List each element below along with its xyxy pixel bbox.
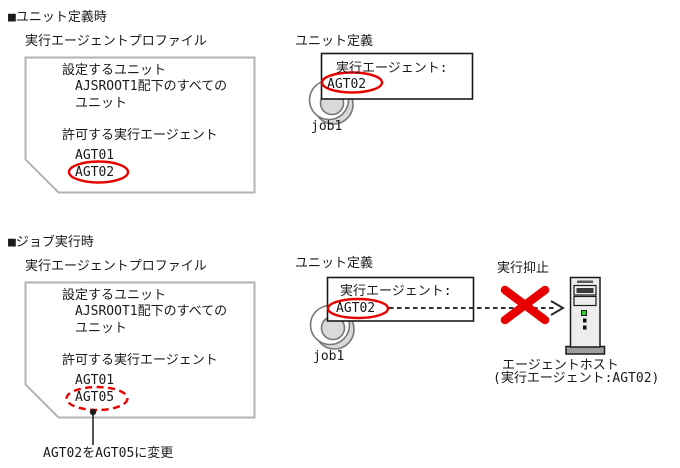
change-note: AGT02をAGT05に変更 — [43, 446, 174, 461]
arrowhead-icon — [550, 300, 565, 316]
unit-definition-title: ユニット定義 — [295, 34, 374, 49]
pointer-dot — [89, 408, 97, 416]
host-button-1 — [583, 318, 587, 323]
agent-value: AGT02 — [327, 77, 367, 92]
red-circle-agent-value — [326, 297, 390, 320]
change-note-pointer — [89, 408, 97, 445]
profile-set-unit-line2: ユニット — [75, 321, 128, 336]
section-heading: ■ジョブ実行時 — [8, 235, 94, 250]
profile-agent-2: AGT02 — [75, 165, 115, 180]
agent-label: 実行エージェント: — [340, 284, 452, 299]
host-button-2 — [583, 325, 587, 330]
profile-set-unit-line1: AJSROOT1配下のすべての — [75, 304, 228, 319]
profile-allow-header: 許可する実行エージェント — [62, 353, 218, 368]
red-circle-agent-value — [320, 71, 384, 94]
profile-set-unit-line2: ユニット — [75, 96, 128, 111]
profile-set-unit-header: 設定するユニット — [62, 63, 167, 78]
profile-agent-2: AGT05 — [75, 390, 115, 405]
profile-agent-1: AGT01 — [75, 148, 115, 163]
job-label: job1 — [311, 119, 343, 134]
section-heading: ■ユニット定義時 — [8, 10, 107, 25]
red-circle-agent2 — [67, 160, 130, 184]
unit-definition-title: ユニット定義 — [295, 256, 374, 271]
host-drive-bay-2 — [573, 295, 597, 307]
job-label: job1 — [313, 349, 345, 364]
agent-host-label: エージェントホスト — [502, 358, 619, 373]
host-power-led — [581, 310, 587, 316]
profile-set-unit-header: 設定するユニット — [62, 288, 167, 303]
profile-title: 実行エージェントプロファイル — [25, 34, 207, 49]
profile-set-unit-line1: AJSROOT1配下のすべての — [75, 79, 228, 94]
profile-document — [24, 281, 256, 419]
profile-title: 実行エージェントプロファイル — [25, 259, 207, 274]
agent-host-sublabel: (実行エージェント:AGT02) — [493, 371, 660, 386]
red-x-icon — [500, 285, 550, 325]
profile-document — [24, 56, 256, 194]
agent-host-icon — [565, 276, 606, 355]
profile-agent-1: AGT01 — [75, 373, 115, 388]
agent-label: 実行エージェント: — [336, 61, 448, 76]
host-drive-slot — [576, 288, 594, 293]
profile-allow-header: 許可する実行エージェント — [62, 128, 218, 143]
red-dashed-circle-agent2 — [65, 385, 129, 412]
suppression-label: 実行抑止 — [497, 261, 550, 276]
host-vent — [577, 280, 593, 283]
agent-value: AGT02 — [336, 301, 376, 316]
